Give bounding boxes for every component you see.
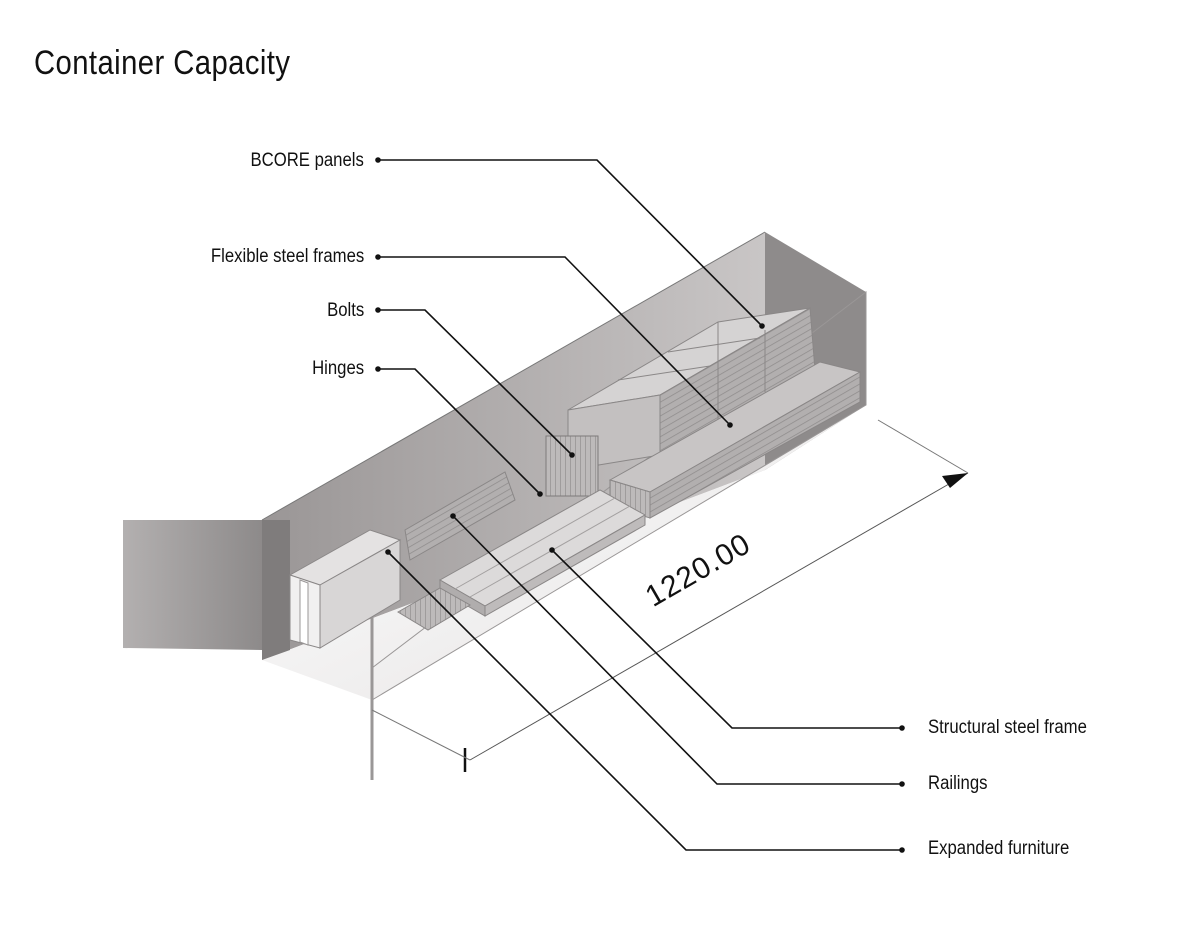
bcore-panels-stack	[567, 307, 816, 471]
leader-structural-steel-frame	[551, 549, 902, 729]
leader-railings	[452, 515, 902, 785]
container-door	[123, 520, 262, 650]
leader-flexible-steel-frames	[378, 256, 731, 426]
leader-bolts	[378, 309, 573, 456]
structural-steel-frame-stack	[438, 489, 647, 617]
bolts-stack	[545, 435, 599, 497]
label-expanded-furniture: Expanded furniture	[928, 838, 1070, 859]
leader-lines	[378, 159, 902, 851]
leader-dots	[375, 157, 905, 853]
leader-hinges	[378, 368, 541, 495]
dimension-arrow-icon	[942, 473, 968, 488]
container-door-side	[262, 520, 290, 660]
page-title: Container Capacity	[34, 44, 291, 82]
label-bolts: Bolts	[326, 300, 364, 321]
label-structural-steel-frame: Structural steel frame	[928, 717, 1087, 738]
label-bcore-panels: BCORE panels	[250, 150, 364, 171]
railings-stack	[397, 471, 516, 631]
expanded-furniture-stack	[288, 529, 402, 649]
label-railings: Railings	[928, 773, 988, 794]
leader-bcore-panels	[378, 159, 763, 327]
label-hinges: Hinges	[311, 358, 364, 379]
label-flexible-steel-frames: Flexible steel frames	[210, 246, 364, 267]
leader-expanded-furniture	[387, 551, 902, 851]
dimension-line	[371, 419, 969, 772]
